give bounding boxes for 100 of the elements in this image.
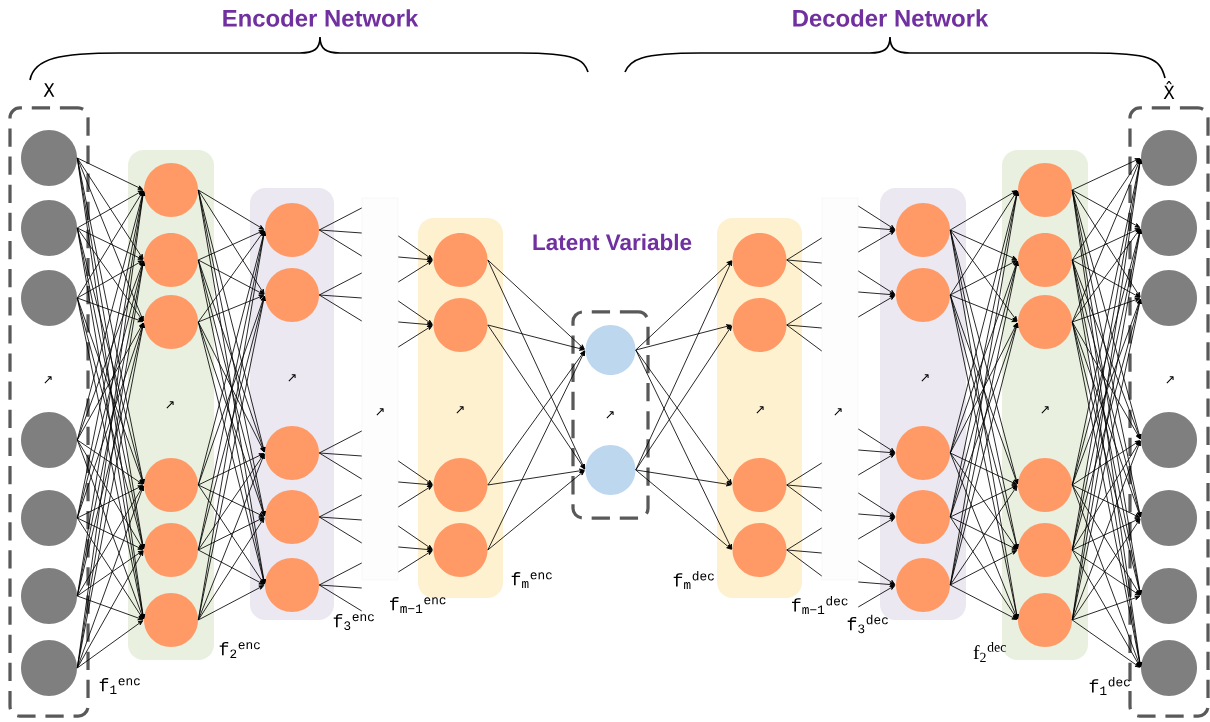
neuron-circle — [144, 458, 198, 512]
neuron-circle — [265, 268, 319, 322]
neuron-circle — [732, 523, 787, 577]
connection-line — [318, 430, 363, 454]
arrow — [949, 190, 1018, 296]
neuron-circle — [1141, 568, 1197, 624]
arrow — [76, 620, 144, 669]
arrow — [1071, 518, 1141, 621]
arrow — [857, 226, 895, 232]
arrow — [397, 550, 433, 573]
connection-line — [786, 462, 823, 486]
function-label: f$_{3}$dec — [847, 614, 888, 634]
connection-line — [318, 494, 363, 518]
arrow — [1071, 518, 1141, 551]
neuron-circle — [21, 270, 77, 326]
neuron-circle — [1018, 458, 1072, 512]
connection-line — [318, 584, 363, 612]
neuron-circle — [1141, 640, 1197, 696]
arrow — [949, 550, 1018, 586]
neuron-circle — [732, 298, 787, 352]
arrow — [857, 270, 896, 295]
arrow — [197, 259, 266, 585]
arrow — [857, 230, 896, 253]
function-label: f$_{m}$dec — [673, 571, 714, 589]
arrow — [1071, 189, 1141, 298]
neuron-circle — [21, 200, 77, 256]
connection-line — [786, 484, 823, 512]
arrow — [197, 295, 265, 486]
arrow — [949, 452, 1018, 485]
arrow — [857, 205, 896, 230]
arrow — [76, 297, 145, 550]
arrow — [76, 485, 144, 519]
function-label: f$_{m}$enc — [511, 572, 552, 588]
arrow — [397, 321, 433, 327]
neuron-circle — [1141, 200, 1197, 256]
arrow — [635, 324, 732, 351]
neuron-circle — [585, 445, 636, 495]
arrow — [949, 322, 1019, 586]
arrow — [1071, 158, 1141, 191]
arrow — [76, 322, 144, 441]
arrow — [197, 189, 265, 230]
arrow — [76, 439, 144, 550]
arrow — [857, 295, 896, 318]
arrow — [76, 157, 144, 322]
function-label: f$_{1}$dec — [1089, 677, 1130, 695]
neuron-circle — [1141, 412, 1197, 468]
arrow — [197, 259, 265, 295]
arrow — [1071, 297, 1141, 323]
variable-label: X̂ — [1163, 81, 1175, 99]
neuron-circle — [144, 295, 198, 349]
arrow — [857, 585, 896, 608]
arrow — [76, 485, 144, 597]
arrow — [76, 190, 144, 299]
arrow — [1071, 619, 1141, 668]
arrow — [949, 294, 1019, 620]
arrow — [197, 549, 265, 585]
arrow — [487, 259, 585, 350]
arrow — [1071, 259, 1141, 298]
ellipsis-symbol: ↗ — [376, 408, 384, 416]
arrow — [1071, 484, 1141, 518]
neuron-circle — [1018, 523, 1072, 577]
arrow — [635, 260, 732, 351]
section-title: Encoder Network — [223, 9, 419, 27]
arrow — [949, 485, 1018, 586]
arrow — [397, 485, 433, 508]
section-title: Latent Variable — [533, 233, 692, 251]
arrow — [1071, 595, 1141, 621]
arrow — [1071, 484, 1141, 596]
arrow — [397, 481, 433, 487]
connection-line — [318, 452, 363, 480]
arrow — [857, 513, 895, 519]
arrow — [949, 294, 1018, 485]
ellipsis-symbol: ↗ — [606, 411, 614, 419]
arrow — [949, 229, 1018, 260]
neuron-circle — [21, 490, 77, 546]
arrow — [857, 581, 895, 587]
neuron-circle — [144, 163, 198, 217]
ellipsis-symbol: ↗ — [756, 406, 764, 414]
neuron-circle — [433, 233, 488, 287]
arrow — [76, 485, 144, 669]
connection-line — [318, 584, 363, 589]
arrow — [76, 439, 144, 485]
function-label: f$_{1}$enc — [99, 678, 140, 694]
arrow — [1071, 228, 1141, 261]
ellipsis-symbol: ↗ — [1041, 406, 1049, 414]
arrow — [857, 291, 895, 297]
neuron-circle — [265, 203, 319, 257]
arrow — [1071, 189, 1143, 668]
arrow — [487, 468, 585, 486]
arrow — [635, 349, 732, 485]
connection-line — [318, 294, 363, 299]
arrow — [949, 485, 1018, 518]
function-label: f$_{m−1}$dec — [792, 596, 848, 614]
arrow — [76, 439, 144, 620]
arrow — [949, 322, 1018, 518]
ellipsis-symbol: ↗ — [1166, 376, 1174, 384]
arrow — [76, 227, 144, 322]
arrow — [197, 517, 265, 621]
neuron-circle — [21, 412, 77, 468]
arrow — [857, 428, 896, 453]
